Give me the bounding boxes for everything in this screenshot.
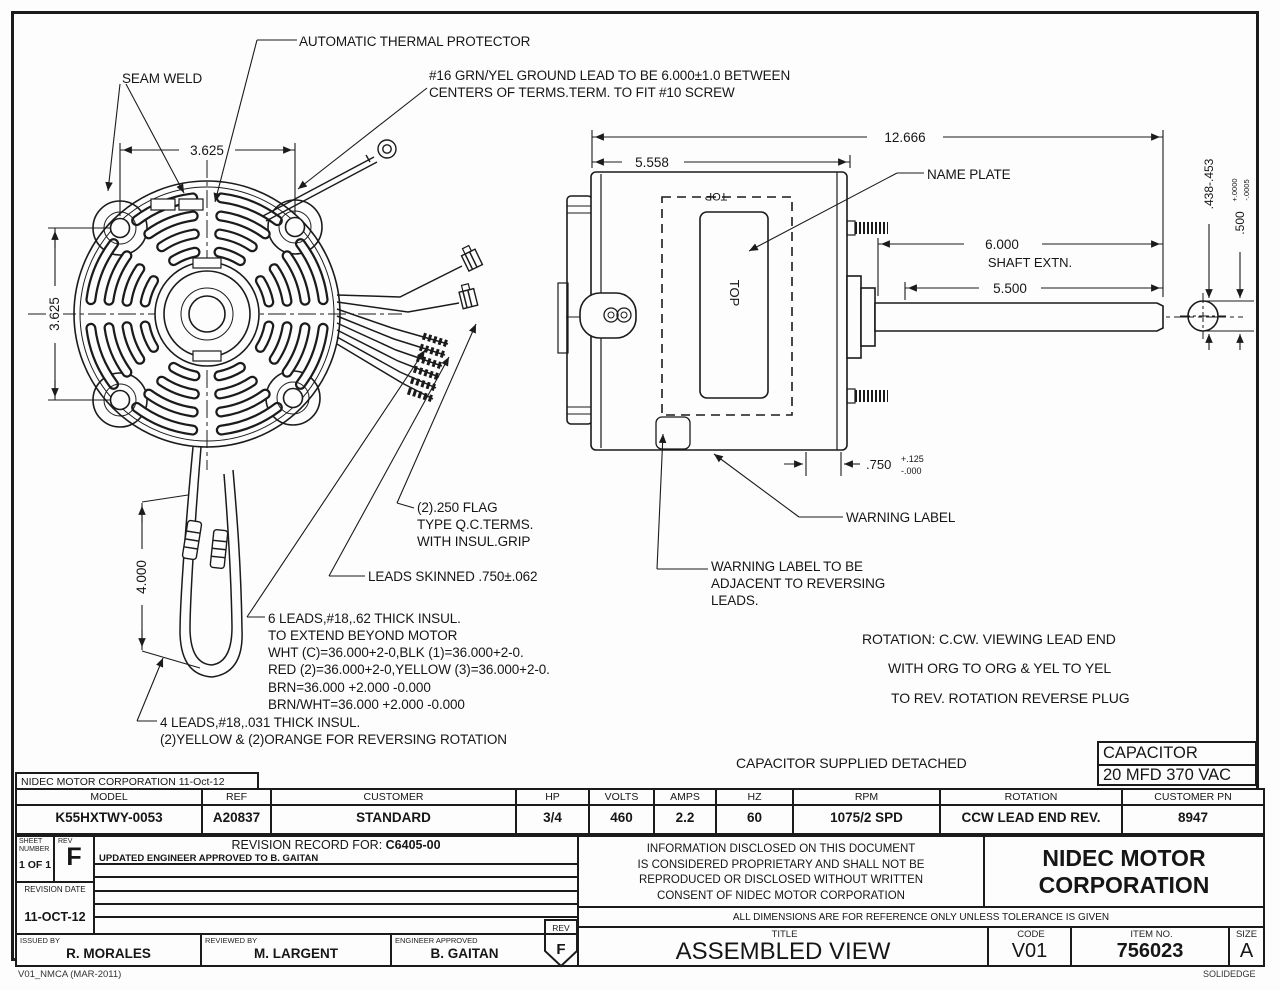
val-rpm: 1075/2 SPD — [794, 806, 941, 833]
rev-value: F — [66, 843, 82, 871]
revision-row — [95, 878, 577, 892]
sheet-number-value: 1 OF 1 — [18, 859, 52, 872]
col-ref: REF — [203, 790, 272, 806]
reviewed-by-value: M. LARGENT — [254, 946, 338, 961]
spec-table: MODEL REF CUSTOMER HP VOLTS AMPS HZ RPM … — [15, 788, 1265, 835]
revision-row — [95, 892, 577, 905]
callout-thermal-protector: AUTOMATIC THERMAL PROTECTOR — [299, 34, 531, 49]
col-amps: AMPS — [655, 790, 717, 806]
callout-warning-label-note: WARNING LABEL TO BE ADJACENT TO REVERSIN… — [711, 559, 886, 609]
revision-date-box: REVISION DATE 11-OCT-12 — [15, 881, 95, 935]
capacitor-note: CAPACITOR SUPPLIED DETACHED — [736, 755, 967, 771]
val-customer-pn: 8947 — [1177, 810, 1209, 825]
tolerance-note: ALL DIMENSIONS ARE FOR REFERENCE ONLY UN… — [577, 906, 1265, 928]
capacitor-box: CAPACITOR 20 MFD 370 VAC — [1097, 741, 1257, 786]
revision-row: UPDATED ENGINEER APPROVED TO B. GAITAN — [95, 852, 577, 866]
rotation-note-1: ROTATION: C.CW. VIEWING LEAD END — [862, 631, 1116, 647]
val-ref: A20837 — [203, 806, 272, 833]
rev-box: REV F — [53, 835, 95, 883]
val-amps: 2.2 — [655, 806, 717, 833]
col-customer: CUSTOMER — [272, 790, 517, 806]
callout-flag-terminals: (2).250 FLAG TYPE Q.C.TERMS. WITH INSUL.… — [417, 500, 534, 550]
revision-row — [95, 905, 577, 918]
item-no-box: ITEM NO. 756023 — [1070, 926, 1230, 967]
col-rotation: ROTATION — [941, 790, 1123, 806]
col-hz: HZ — [717, 790, 794, 806]
size-value: A — [1239, 940, 1254, 962]
rotation-note-3: TO REV. ROTATION REVERSE PLUG — [891, 690, 1130, 706]
val-hp: 3/4 — [517, 806, 590, 833]
revision-date-value: 11-OCT-12 — [24, 910, 86, 924]
code-value: V01 — [1011, 940, 1048, 962]
val-model: K55HXTWY-0053 — [17, 806, 203, 833]
issued-by-box: ISSUED BY R. MORALES — [15, 933, 202, 967]
val-volts: 460 — [590, 806, 655, 833]
col-hp: HP — [517, 790, 590, 806]
capacitor-box-rating: 20 MFD 370 VAC — [1103, 766, 1232, 784]
item-no-value: 756023 — [1116, 940, 1184, 962]
code-box: CODE V01 — [987, 926, 1072, 967]
engineer-approved-box: ENGINEER APPROVED B. GAITAN — [390, 933, 579, 967]
revision-record-number: C6405-00 — [385, 838, 441, 852]
col-model: MODEL — [17, 790, 203, 806]
callout-four-leads: 4 LEADS,#18,.031 THICK INSUL. (2)YELLOW … — [160, 715, 507, 748]
val-customer: STANDARD — [272, 806, 517, 833]
callout-name-plate: NAME PLATE — [927, 167, 1011, 182]
issued-by-value: R. MORALES — [66, 946, 151, 961]
cad-footnote: SOLIDEDGE — [1203, 969, 1256, 979]
callout-warning-label: WARNING LABEL — [846, 510, 956, 525]
capacitor-box-title: CAPACITOR — [1099, 743, 1255, 766]
engineer-approved-value: B. GAITAN — [430, 946, 499, 961]
corp-date-stamp: NIDEC MOTOR CORPORATION 11-Oct-12 — [15, 772, 259, 790]
revision-row — [95, 865, 577, 879]
drawing-title: ASSEMBLED VIEW — [675, 938, 891, 965]
reviewed-by-box: REVIEWED BY M. LARGENT — [200, 933, 392, 967]
col-volts: VOLTS — [590, 790, 655, 806]
val-hz: 60 — [717, 806, 794, 833]
company-logo-box: NIDEC MOTOR CORPORATION — [983, 835, 1265, 908]
form-footnote: V01_NMCA (MAR-2011) — [18, 969, 122, 980]
title-box: TITLE ASSEMBLED VIEW — [577, 926, 989, 967]
revision-record-rows: UPDATED ENGINEER APPROVED TO B. GAITAN — [93, 852, 579, 935]
callout-ground-lead: #16 GRN/YEL GROUND LEAD TO BE 6.000±1.0 … — [429, 68, 791, 101]
rotation-note-2: WITH ORG TO ORG & YEL TO YEL — [888, 660, 1112, 676]
proprietary-notice: INFORMATION DISCLOSED ON THIS DOCUMENT I… — [577, 835, 985, 908]
col-customer-pn: CUSTOMER PN — [1123, 790, 1263, 806]
size-box: SIZE A — [1228, 926, 1265, 967]
callout-leads-skinned: LEADS SKINNED .750±.062 — [368, 569, 538, 584]
callout-six-leads: 6 LEADS,#18,.62 THICK INSUL. TO EXTEND B… — [268, 611, 550, 712]
sheet-number-box: SHEET NUMBER 1 OF 1 — [15, 835, 55, 883]
revision-row — [95, 918, 577, 931]
callout-seam-weld: SEAM WELD — [122, 71, 203, 86]
col-rpm: RPM — [794, 790, 941, 806]
revision-record-header: REVISION RECORD FOR: C6405-00 — [93, 835, 579, 854]
val-rotation: CCW LEAD END REV. — [941, 806, 1123, 833]
